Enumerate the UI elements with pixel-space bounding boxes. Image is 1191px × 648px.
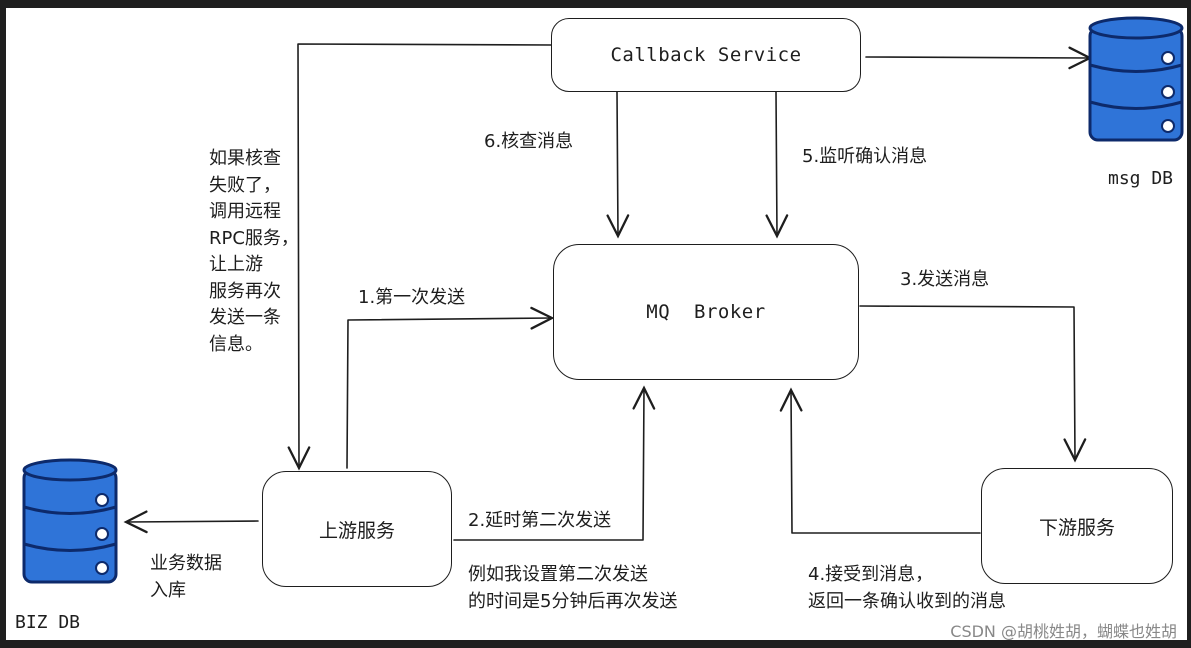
step6-label: 6.核查消息 <box>484 131 574 152</box>
biz-store-label: 业务数据 入库 <box>150 550 222 604</box>
msg-db-icon <box>1088 16 1184 142</box>
step2-note-line: 例如我设置第二次发送 <box>468 564 648 585</box>
step4-label-line: 4.接受到消息， <box>808 564 934 585</box>
msg-db-label: msg DB <box>1108 168 1174 189</box>
biz-db-icon <box>22 458 118 584</box>
step3-label: 3.发送消息 <box>900 269 990 290</box>
mq-broker-node: MQ Broker <box>553 244 859 380</box>
step2-label: 2.延时第二次发送 <box>468 510 612 531</box>
retry-note-line: 失败了， <box>209 174 281 196</box>
callback-service-label: Callback Service <box>610 44 802 66</box>
step2-note-line: 的时间是5分钟后再次发送 <box>468 591 678 612</box>
biz-db-label: BIZ DB <box>15 612 81 633</box>
step4-label: 4.接受到消息， 返回一条确认收到的消息 <box>808 561 1006 615</box>
arrow-step3 <box>859 305 1087 463</box>
retry-note-line: 发送一条 <box>209 307 281 328</box>
retry-note-line: 服务再次 <box>209 280 281 302</box>
retry-note-line: 让上游 <box>209 254 263 275</box>
step2-note: 例如我设置第二次发送 的时间是5分钟后再次发送 <box>468 561 677 615</box>
arrow-step4 <box>779 387 981 534</box>
step5-label: 5.监听确认消息 <box>802 146 928 167</box>
biz-store-line: 入库 <box>150 580 186 601</box>
mq-broker-label: MQ Broker <box>646 301 766 323</box>
retry-note-line: 信息。 <box>209 333 263 355</box>
retry-note: 如果核查 失败了， 调用远程 RPC服务， 让上游 服务再次 发送一条 信息。 <box>209 146 299 358</box>
arrow-upstream-to-bizdb <box>123 510 259 534</box>
step4-label-line: 返回一条确认收到的消息 <box>808 591 1006 612</box>
arrow-callback-to-upstream <box>287 43 553 471</box>
biz-store-line: 业务数据 <box>150 553 222 574</box>
arrow-step6 <box>606 91 630 239</box>
arrow-step2 <box>453 385 656 541</box>
upstream-service-label: 上游服务 <box>318 519 395 542</box>
watermark: CSDN @胡桃姓胡，蝴蝶也姓胡 <box>950 622 1177 641</box>
retry-note-line: RPC服务， <box>209 227 299 249</box>
arrow-step1 <box>346 306 555 469</box>
callback-service-node: Callback Service <box>551 18 861 92</box>
downstream-service-node: 下游服务 <box>981 468 1173 584</box>
retry-note-line: 如果核查 <box>209 148 281 169</box>
step1-label: 1.第一次发送 <box>358 287 466 308</box>
retry-note-line: 调用远程 <box>209 201 281 222</box>
upstream-service-node: 上游服务 <box>262 471 452 587</box>
downstream-service-label: 下游服务 <box>1038 516 1115 539</box>
arrow-callback-to-msgdb <box>865 46 1093 70</box>
arrow-step5 <box>765 91 789 239</box>
